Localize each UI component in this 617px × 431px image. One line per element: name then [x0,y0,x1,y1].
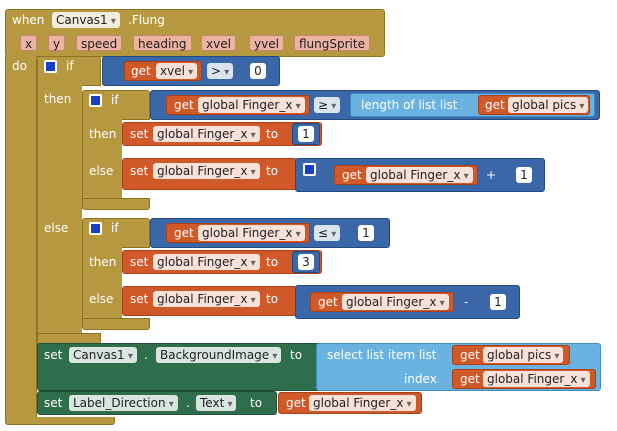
text-property-dropdown[interactable]: Text [196,395,237,411]
inner-then-1-label: then [89,127,117,141]
finger-x-dropdown[interactable]: global Finger_x [153,254,260,270]
plus-operator: + [486,168,497,182]
finger-x-dropdown[interactable]: global Finger_x [309,395,416,411]
param-flungsprite[interactable]: flungSprite [294,35,370,51]
number-one[interactable]: 1 [358,225,374,241]
finger-x-dropdown[interactable]: global Finger_x [153,163,260,179]
get-label: get [131,64,151,78]
pics-dropdown[interactable]: global pics [483,347,564,363]
finger-x-dropdown[interactable]: global Finger_x [366,167,473,183]
canvas-component-dropdown[interactable]: Canvas1 [69,347,137,363]
dot-separator: . [186,396,190,410]
event-name-label: .Flung [128,13,165,27]
to-label: to [266,164,279,178]
number-zero[interactable]: 0 [250,63,266,79]
get-label: get [286,396,306,410]
ge-operator-dropdown[interactable]: ≥ [314,97,341,113]
event-do-area [5,56,37,424]
when-label: when [12,13,45,27]
set-label: set [44,396,63,410]
param-x[interactable]: x [20,35,38,51]
param-yvel[interactable]: yvel [249,35,284,51]
param-heading[interactable]: heading [133,35,192,51]
inner-if-1-spine [82,119,122,209]
get-label: get [342,168,362,182]
addition-gear-icon[interactable] [303,163,316,176]
number-three[interactable]: 3 [298,254,314,270]
get-label: get [460,348,480,362]
label-component-dropdown[interactable]: Label_Direction [69,395,178,411]
get-label: get [318,295,338,309]
to-label: to [290,348,303,362]
param-y[interactable]: y [48,35,66,51]
number-one[interactable]: 1 [490,294,506,310]
to-label: to [266,255,279,269]
inner-if-2-label: if [111,221,119,235]
event-component-dropdown[interactable]: Canvas1 [52,12,120,28]
number-one[interactable]: 1 [516,167,532,183]
get-label: get [174,98,194,112]
select-list-item-label: select list item list [327,348,437,362]
finger-x-dropdown[interactable]: global Finger_x [342,294,449,310]
inner-else-2-label: else [89,292,114,306]
outer-then-label: then [44,92,72,106]
set-label: set [44,348,63,362]
param-speed[interactable]: speed [76,35,123,51]
finger-x-dropdown[interactable]: global Finger_x [153,291,260,307]
get-label: get [460,372,480,386]
inner-then-2-label: then [89,255,117,269]
get-label: get [174,226,194,240]
finger-x-dropdown[interactable]: global Finger_x [198,225,305,241]
do-label: do [12,59,27,73]
inner-if-2-spine [82,247,122,327]
inner-if-1-label: if [111,93,119,107]
index-label: index [404,372,437,386]
le-operator-dropdown[interactable]: ≤ [314,225,341,241]
to-label: to [250,396,263,410]
finger-x-dropdown[interactable]: global Finger_x [483,371,590,387]
outer-if-label: if [66,59,74,73]
outer-if-gear-icon[interactable] [44,60,57,73]
finger-x-dropdown[interactable]: global Finger_x [198,97,305,113]
outer-else-label: else [44,221,69,235]
length-of-list-label: length of list list [361,98,458,112]
inner-if-1-bottom [82,198,150,210]
set-label: set [130,164,149,178]
set-label: set [130,255,149,269]
xvel-dropdown[interactable]: xvel [156,63,198,79]
gt-operator-dropdown[interactable]: > [207,63,234,79]
dot-separator: . [144,348,148,362]
outer-if-spine [37,85,82,355]
inner-else-1-label: else [89,164,114,178]
minus-operator: - [464,295,469,309]
param-xvel[interactable]: xvel [201,35,236,51]
inner-if-2-gear-icon[interactable] [89,222,102,235]
pics-dropdown[interactable]: global pics [508,97,589,113]
inner-if-2-bottom [82,318,150,330]
inner-if-1-gear-icon[interactable] [89,94,102,107]
event-bottom-bar [5,417,115,425]
finger-x-dropdown[interactable]: global Finger_x [153,126,260,142]
number-one[interactable]: 1 [298,126,314,142]
to-label: to [266,292,279,306]
set-label: set [130,292,149,306]
background-image-property-dropdown[interactable]: BackgroundImage [156,347,282,363]
get-label: get [485,98,505,112]
set-label: set [130,127,149,141]
to-label: to [266,127,279,141]
